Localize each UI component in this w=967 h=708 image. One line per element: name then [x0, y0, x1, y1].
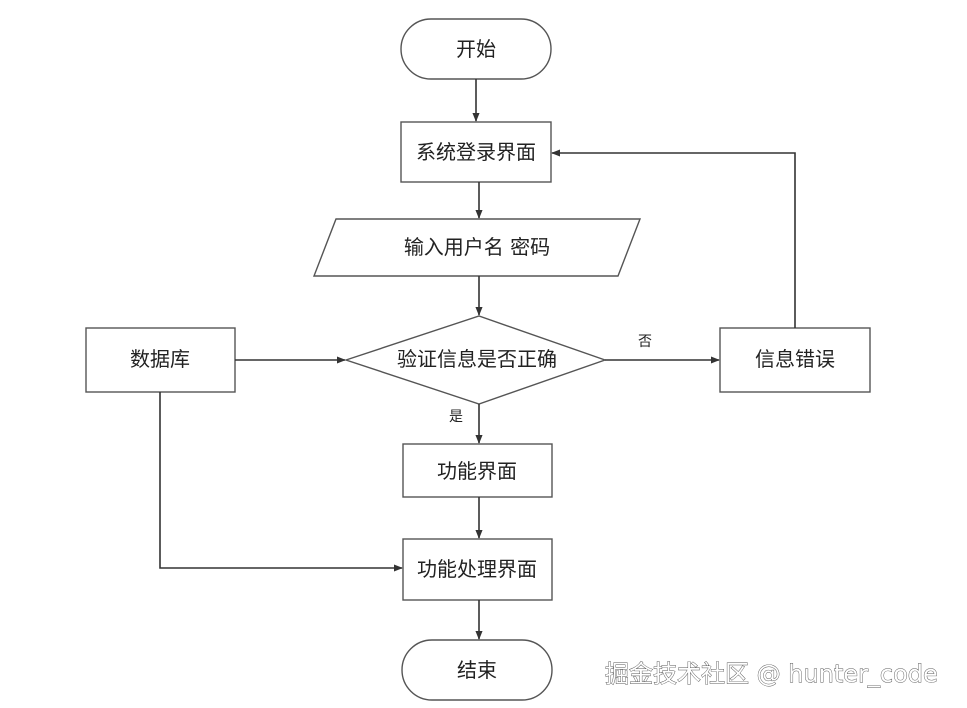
start-label: 开始	[456, 37, 496, 61]
end-label: 结束	[457, 658, 497, 682]
function-screen-label: 功能界面	[437, 459, 517, 483]
yes-edge-label: 是	[449, 409, 463, 425]
verify-decision-node: 验证信息是否正确	[343, 315, 608, 405]
process-screen-label: 功能处理界面	[417, 557, 537, 581]
input-credentials-label: 输入用户名 密码	[404, 235, 550, 259]
error-node: 信息错误	[719, 327, 871, 393]
function-screen-node: 功能界面	[402, 443, 553, 498]
verify-decision-label: 验证信息是否正确	[397, 347, 557, 371]
start-node: 开始	[400, 18, 552, 80]
input-credentials-node: 输入用户名 密码	[312, 218, 642, 277]
watermark-text: 掘金技术社区 @ hunter_code	[605, 660, 938, 688]
database-node: 数据库	[85, 327, 236, 393]
login-screen-node: 系统登录界面	[400, 121, 552, 183]
login-screen-label: 系统登录界面	[416, 140, 536, 164]
process-screen-node: 功能处理界面	[402, 538, 553, 601]
edge-database-to-process	[159, 392, 403, 572]
no-edge-label: 否	[638, 334, 652, 350]
error-label: 信息错误	[755, 347, 835, 371]
edge-error-to-login	[551, 149, 796, 328]
database-label: 数据库	[130, 347, 190, 371]
end-node: 结束	[401, 639, 553, 701]
